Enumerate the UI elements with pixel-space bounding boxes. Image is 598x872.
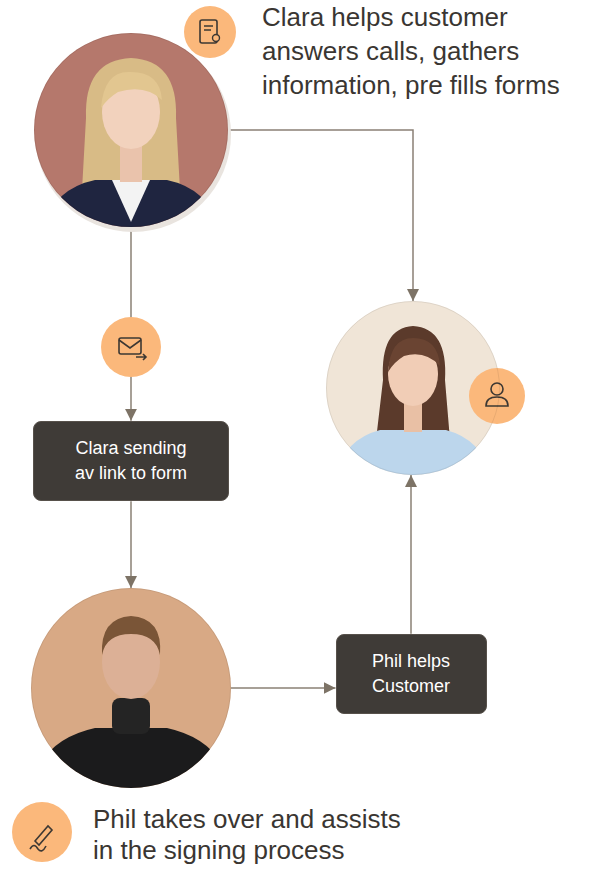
process-box: Phil helps Customer [336, 634, 487, 714]
person-circle [326, 301, 500, 475]
node-heading: Clara helps customer answers calls, gath… [262, 1, 582, 102]
person-circle: Phil takes over and assists in the signi… [31, 588, 231, 788]
flow-arrow [228, 130, 413, 301]
portrait-clara-part [101, 72, 162, 108]
envelope-icon-part [119, 340, 141, 348]
user-icon-part [486, 397, 508, 406]
portrait-phil-part [112, 698, 150, 734]
portrait-clara-part [112, 180, 150, 222]
envelope-icon-part [101, 317, 161, 377]
portrait-phil-part [28, 585, 234, 791]
flow-arrow [231, 687, 336, 689]
portrait-clara [30, 30, 235, 240]
envelope-icon [101, 317, 161, 377]
portrait-phil [28, 585, 234, 791]
node-heading: Phil takes over and assists in the signi… [93, 804, 413, 866]
person-circle: Clara helps customer answers calls, gath… [34, 33, 228, 227]
portrait-customer-part [388, 338, 440, 372]
form-icon-part [204, 26, 213, 30]
signature-icon-part [35, 826, 52, 845]
circle-outline [31, 588, 231, 788]
portrait-clara-part [82, 58, 180, 195]
circle-outline-shape [35, 34, 228, 227]
form-icon-part [184, 6, 236, 58]
signature-icon-part [30, 846, 46, 851]
box-label: Phil helps Customer [357, 649, 466, 699]
portrait-customer-part [376, 326, 450, 444]
box-label: Clara sending av link to form [69, 436, 193, 486]
envelope-icon-part [119, 338, 141, 354]
circle-outline [326, 301, 500, 475]
envelope-icon-part [136, 354, 146, 360]
flow-arrow [410, 475, 412, 634]
portrait-clara-part [40, 180, 222, 240]
circle-outline [34, 33, 228, 227]
portrait-clara-part [30, 30, 235, 235]
portrait-phil-part [102, 616, 160, 655]
circle-outline-shape [327, 302, 500, 475]
flow-arrow [130, 501, 132, 588]
signature-icon [12, 802, 72, 862]
user-icon-part [491, 383, 503, 395]
user-icon [469, 368, 525, 424]
circle-outline-shape [32, 589, 231, 788]
form-icon [184, 6, 236, 58]
signature-icon-part [12, 802, 72, 862]
user-icon-part [469, 368, 525, 424]
process-box: Clara sending av link to form [33, 421, 229, 501]
form-icon-part [213, 35, 220, 42]
